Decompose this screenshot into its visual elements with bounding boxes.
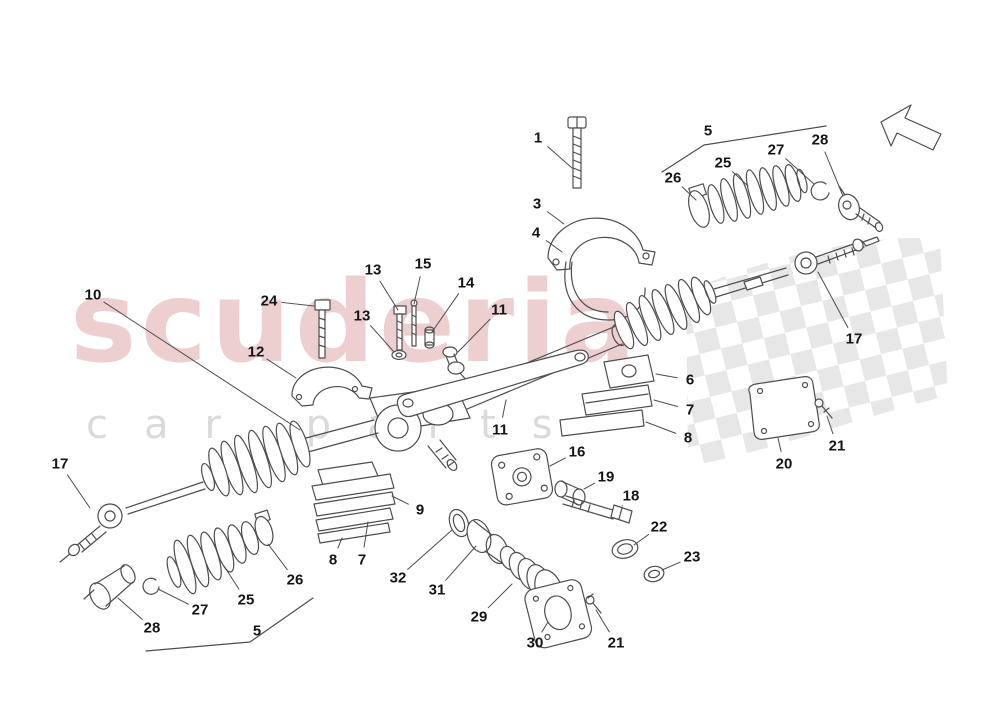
watermark-tagline-text: car parts bbox=[86, 402, 589, 448]
group-5-bracket-bottom bbox=[145, 597, 314, 652]
group-5-bottom-boot-kit bbox=[83, 509, 314, 652]
direction-arrow-icon bbox=[880, 104, 942, 151]
part-1-bolt bbox=[567, 116, 587, 189]
ring-23 bbox=[643, 565, 665, 583]
diagram-line-art bbox=[59, 104, 942, 652]
group-5-bracket-top bbox=[661, 125, 827, 173]
left-rack-boot bbox=[200, 420, 311, 497]
ring-22 bbox=[611, 539, 639, 559]
bracket-plate-16 bbox=[490, 448, 554, 506]
group-5-top-boot-kit bbox=[661, 125, 884, 232]
spacer-19 bbox=[554, 480, 586, 506]
fasteners-11-15-24 bbox=[291, 299, 589, 418]
mount-bracket-9-and-shims bbox=[311, 461, 396, 544]
rack-tube-right-tie-rod bbox=[451, 236, 880, 413]
bolt-18 bbox=[562, 495, 633, 524]
mount-blocks-6-7-8 bbox=[559, 354, 655, 437]
checkered-flag-watermark bbox=[686, 237, 948, 466]
coupling-parts-29-32 bbox=[448, 508, 593, 649]
screw-21-bottom bbox=[585, 593, 602, 614]
part-3-4-clamp-bracket bbox=[547, 217, 656, 321]
cover-plate-20 bbox=[748, 376, 820, 440]
screw-21-right bbox=[814, 398, 833, 419]
left-tie-rod-ball-joint-17 bbox=[59, 481, 206, 563]
leader-lines bbox=[66, 146, 849, 633]
